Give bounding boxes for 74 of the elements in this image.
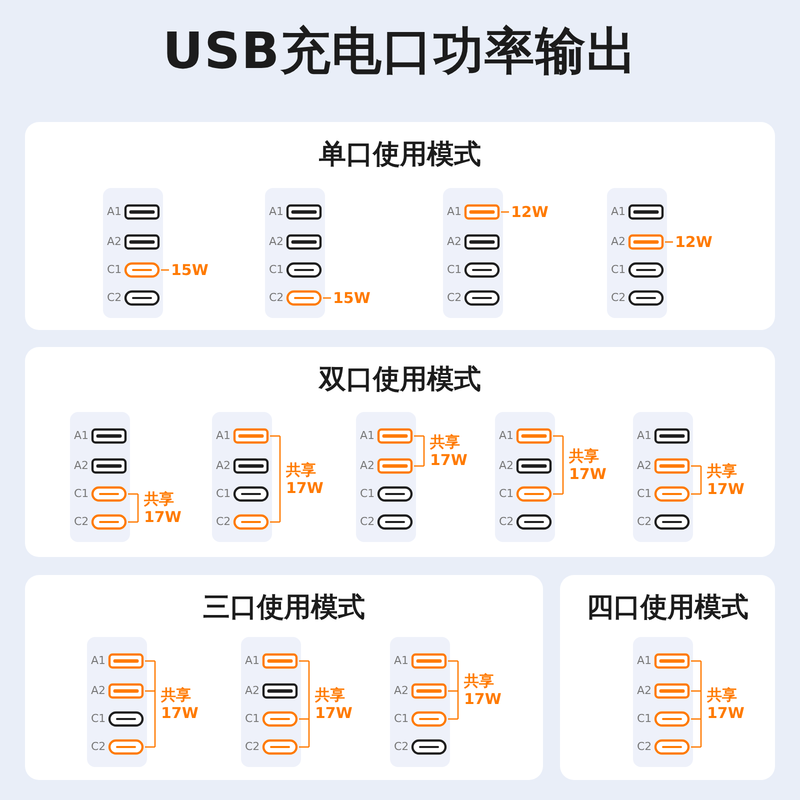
port-label: C1 (74, 487, 90, 501)
port-label: C1 (637, 712, 653, 726)
port-label: A1 (245, 654, 261, 668)
panel-heading: 三口使用模式 (203, 592, 365, 623)
port-label: A2 (245, 684, 261, 698)
port-label: A1 (611, 205, 627, 219)
port-label: C2 (360, 515, 376, 529)
port-label: C2 (499, 515, 515, 529)
port-label: A2 (74, 459, 90, 473)
port-label: A1 (637, 654, 653, 668)
panel-card (25, 575, 543, 780)
panel-heading: 双口使用模式 (319, 364, 481, 395)
port-label: C1 (269, 263, 285, 277)
power-label: 共享 17W (430, 433, 466, 469)
port-label: C1 (447, 263, 463, 277)
port-label: A2 (394, 684, 410, 698)
port-label: A2 (360, 459, 376, 473)
power-label: 共享 17W (315, 686, 351, 722)
port-label: C2 (637, 740, 653, 754)
port-label: C2 (611, 291, 627, 305)
port-label: A2 (611, 235, 627, 249)
panel-card (560, 575, 775, 780)
port-label: A2 (637, 459, 653, 473)
panel-card (25, 122, 775, 330)
power-label: 共享 17W (569, 447, 605, 483)
port-label: C1 (611, 263, 627, 277)
power-label: 共享 17W (707, 462, 743, 498)
power-label: 共享 17W (464, 672, 500, 708)
power-label: 12W (675, 233, 712, 251)
port-label: C1 (107, 263, 123, 277)
port-label: A1 (269, 205, 285, 219)
port-label: A2 (637, 684, 653, 698)
power-label: 12W (511, 203, 548, 221)
port-label: A1 (74, 429, 90, 443)
port-label: C2 (637, 515, 653, 529)
port-label: A2 (107, 235, 123, 249)
port-label: C1 (216, 487, 232, 501)
port-label: C2 (74, 515, 90, 529)
port-label: C2 (107, 291, 123, 305)
port-label: C2 (91, 740, 107, 754)
power-label: 共享 17W (144, 490, 180, 526)
port-label: A2 (499, 459, 515, 473)
port-label: A1 (637, 429, 653, 443)
port-label: C1 (637, 487, 653, 501)
port-label: A1 (447, 205, 463, 219)
port-label: C2 (447, 291, 463, 305)
port-label: A1 (107, 205, 123, 219)
page-title: USB充电口功率输出 (162, 21, 638, 82)
port-label: A1 (360, 429, 376, 443)
port-label: C2 (394, 740, 410, 754)
port-label: C1 (394, 712, 410, 726)
panel-heading: 单口使用模式 (319, 139, 481, 170)
panel-heading: 四口使用模式 (586, 592, 748, 623)
panel-card (25, 347, 775, 557)
port-label: C2 (269, 291, 285, 305)
port-label: A2 (447, 235, 463, 249)
port-label: C2 (216, 515, 232, 529)
port-label: C1 (360, 487, 376, 501)
port-label: A2 (269, 235, 285, 249)
power-label: 共享 17W (161, 686, 197, 722)
port-label: A1 (499, 429, 515, 443)
power-label: 共享 17W (286, 461, 322, 497)
port-label: A2 (216, 459, 232, 473)
port-label: A2 (91, 684, 107, 698)
port-label: C2 (245, 740, 261, 754)
port-label: A1 (216, 429, 232, 443)
power-label: 15W (333, 289, 370, 307)
port-label: C1 (91, 712, 107, 726)
power-label: 共享 17W (707, 686, 743, 722)
port-label: A1 (91, 654, 107, 668)
port-label: C1 (499, 487, 515, 501)
power-label: 15W (171, 261, 208, 279)
port-label: A1 (394, 654, 410, 668)
port-label: C1 (245, 712, 261, 726)
